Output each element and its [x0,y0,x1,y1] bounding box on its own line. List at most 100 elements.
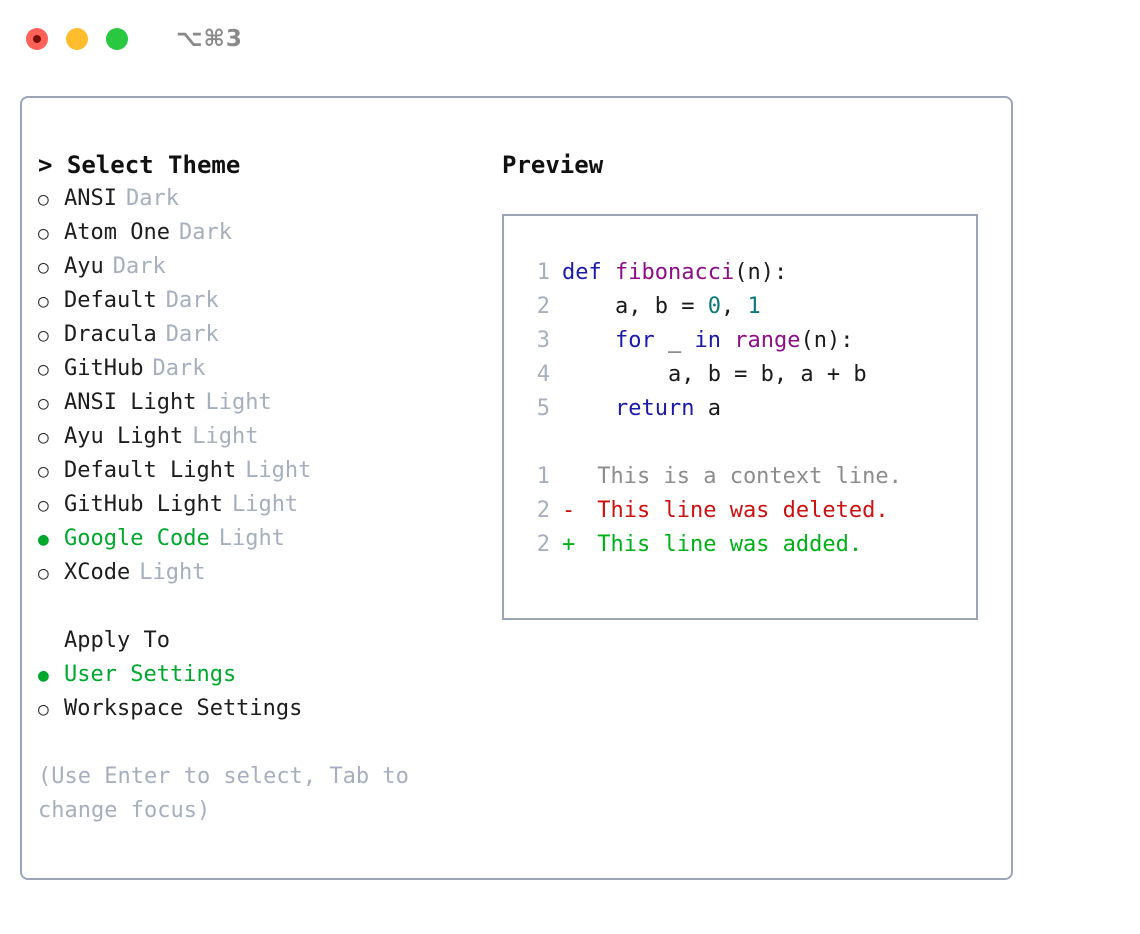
diff-line-ctx: 1 This is a context line. [524,460,976,494]
diff-marker [562,460,584,494]
radio-unselected-icon: ○ [38,461,49,482]
theme-option-label: Ayu Light [64,424,184,449]
titlebar: ⌥⌘3 [0,0,1140,78]
theme-variant-tag: Light [192,424,259,449]
diff-line-number: 1 [536,464,550,489]
code-token-plain: a, b = b, a + b [562,362,867,387]
theme-variant-tag: Light [205,390,272,415]
apply-to-list: ● User Settings ○Workspace Settings [38,658,478,726]
code-line: 2 a, b = 0, 1 [524,290,976,324]
code-line-text: return a [562,392,721,426]
theme-option-label: Google Code [64,526,210,551]
theme-option-label: Default Light [64,458,237,483]
line-number: 5 [536,396,550,421]
theme-variant-tag: Dark [178,220,232,245]
theme-option-label: ANSI [64,186,117,211]
radio-selected-icon: ● [38,529,49,550]
apply-option-user-settings[interactable]: ● User Settings [38,658,478,692]
code-line-text: a, b = 0, 1 [562,290,761,324]
code-token-num: 0 [707,294,721,319]
radio-selected-icon: ● [38,665,49,686]
theme-variant-tag: Dark [112,254,166,279]
theme-variant-tag: Dark [165,288,219,313]
code-line: 3 for _ in range(n): [524,324,976,358]
select-theme-heading: > Select Theme [38,148,478,182]
theme-variant-tag: Light [218,526,285,551]
code-token-kw: in [694,328,721,353]
theme-option-label: ANSI Light [64,390,197,415]
theme-option-label: GitHub Light [64,492,223,517]
theme-variant-tag: Dark [152,356,206,381]
code-token-plain [562,328,615,353]
select-theme-heading-label: Select Theme [66,151,241,179]
theme-option-ansi[interactable]: ○ ANSI Dark [38,182,478,216]
close-window-button[interactable] [26,28,48,50]
theme-variant-tag: Light [245,458,312,483]
theme-option-atom-one[interactable]: ○ Atom One Dark [38,216,478,250]
radio-unselected-icon: ○ [38,223,49,244]
theme-variant-tag: Light [139,560,206,585]
code-token-kw: return [614,396,695,421]
radio-unselected-icon: ○ [38,563,49,584]
line-number: 2 [536,294,550,319]
code-token-fn: range [734,328,801,353]
theme-option-label: GitHub [64,356,144,381]
code-line-text: a, b = b, a + b [562,358,867,392]
code-token-plain: (n): [734,260,788,285]
line-number: 4 [536,362,550,387]
theme-option-label: XCode [64,560,131,585]
line-number: 3 [536,328,550,353]
theme-option-github[interactable]: ○ GitHub Dark [38,352,478,386]
diff-line-del: 2- This line was deleted. [524,494,976,528]
diff-marker: + [562,532,576,557]
theme-option-google-code[interactable]: ● Google Code Light [38,522,478,556]
minimize-window-button[interactable] [66,28,88,50]
radio-unselected-icon: ○ [38,189,49,210]
theme-option-label: Default [64,288,157,313]
keyboard-hint-text: (Use Enter to select, Tab to change focu… [38,764,409,823]
code-diff-gap [524,426,976,460]
preview-heading: Preview [502,151,604,179]
code-line: 5 return a [524,392,976,426]
theme-option-label: Atom One [64,220,170,245]
apply-option-workspace-settings[interactable]: ○Workspace Settings [38,692,478,726]
code-token-plain: _ [654,328,695,353]
theme-option-xcode[interactable]: ○ XCode Light [38,556,478,590]
theme-variant-tag: Light [231,492,299,517]
radio-unselected-icon: ○ [38,257,49,278]
theme-variant-tag: Dark [125,186,179,211]
code-line-text: def fibonacci(n): [562,256,787,290]
apply-option-label: Workspace Settings [64,696,303,721]
code-token-plain: a [694,396,721,421]
recording-indicator-icon [33,35,41,43]
radio-unselected-icon: ○ [38,359,49,380]
diff-line-text: This line was added. [584,532,863,557]
code-token-plain [721,328,734,353]
code-token-kw: def [562,260,615,285]
diff-line-text: This line was deleted. [584,498,889,523]
diff-line-number: 2 [536,498,550,523]
prompt-caret-icon: > [38,151,67,179]
zoom-window-button[interactable] [106,28,128,50]
diff-line-text: This is a context line. [584,464,902,489]
apply-option-label: User Settings [64,662,237,687]
window-controls [26,28,128,50]
apply-to-heading: Apply To [64,628,170,653]
radio-unselected-icon: ○ [38,393,49,414]
code-token-kw: for [614,328,655,353]
theme-option-default-light[interactable]: ○ Default Light Light [38,454,478,488]
radio-unselected-icon: ○ [38,325,49,346]
theme-option-ansi-light[interactable]: ○ ANSI Light Light [38,386,478,420]
code-token-plain: (n): [800,328,854,353]
